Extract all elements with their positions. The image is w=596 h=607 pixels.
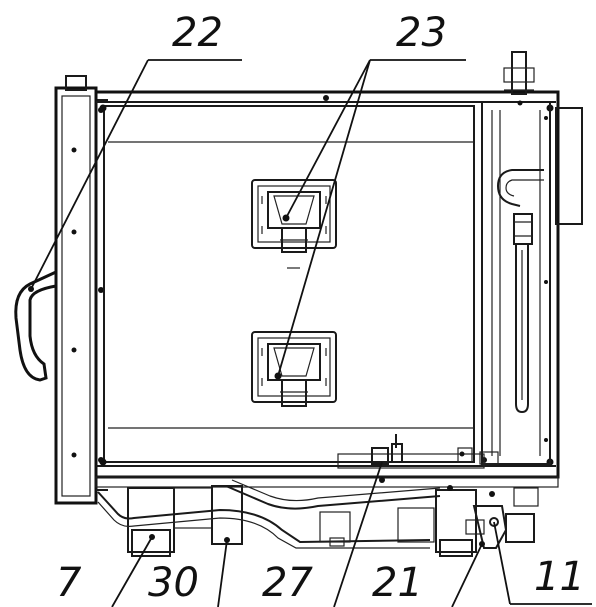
callout-22: 22 bbox=[172, 10, 223, 56]
leader-lines bbox=[30, 59, 592, 607]
bottom-assembly bbox=[95, 434, 559, 557]
oven-body bbox=[94, 90, 560, 479]
callout-23: 23 bbox=[396, 10, 447, 56]
callout-7: 7 bbox=[56, 560, 82, 606]
callout-21: 21 bbox=[372, 560, 423, 606]
callout-27: 27 bbox=[262, 560, 313, 606]
right-side-compartment bbox=[481, 51, 583, 465]
lower-lamp-fitting bbox=[251, 331, 337, 407]
callout-30: 30 bbox=[148, 560, 199, 606]
door-handle bbox=[14, 269, 58, 382]
callout-labels: 22 23 7 30 27 21 11 bbox=[56, 10, 585, 606]
callout-11: 11 bbox=[534, 554, 585, 600]
upper-lamp-fitting bbox=[251, 179, 337, 269]
door-frame bbox=[54, 75, 108, 505]
